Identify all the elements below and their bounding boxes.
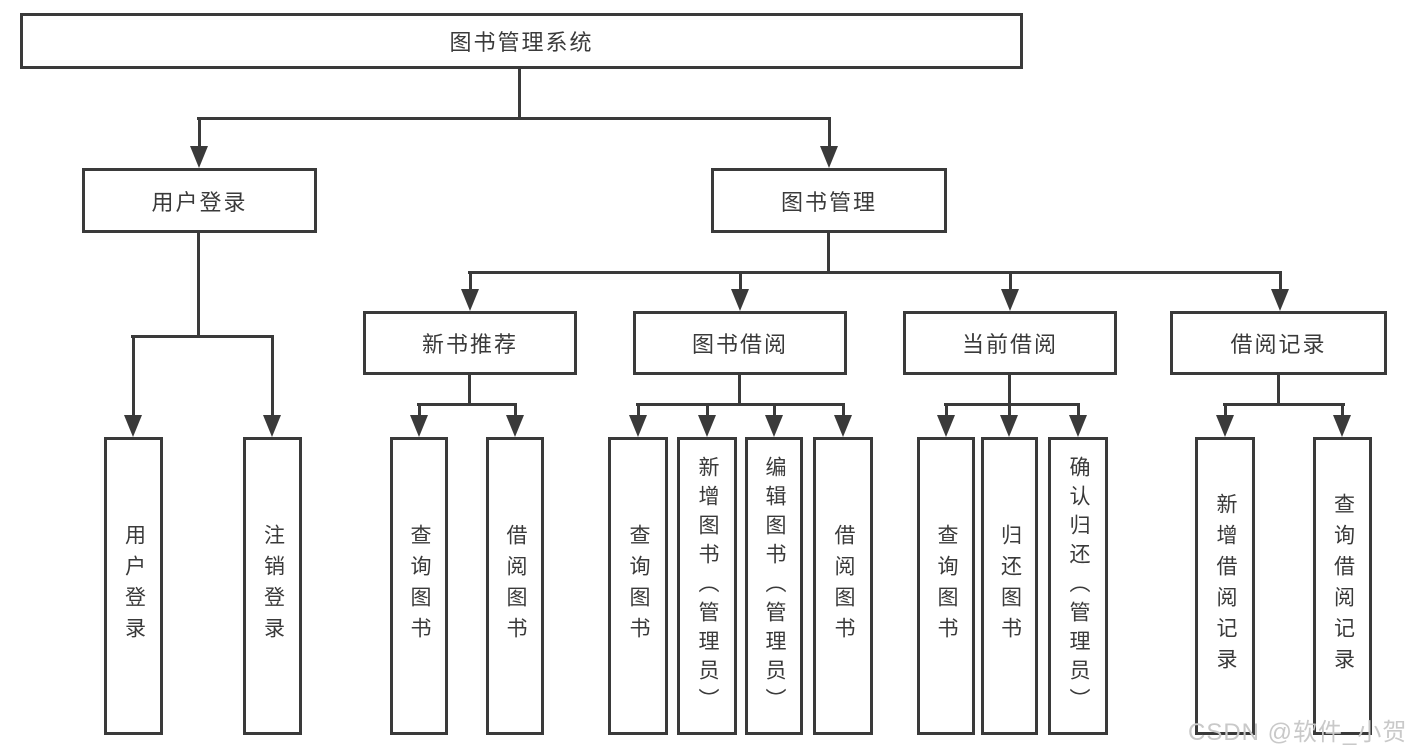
edge-book-management-stem	[827, 233, 830, 274]
edge-arrow-new-book	[461, 272, 479, 311]
leaf-query-books-borrowing: 查询图书	[608, 437, 668, 735]
edge-root-bar	[197, 117, 831, 120]
leaf-borrow-books-borrowing: 借阅图书	[813, 437, 873, 735]
leaf-query-books-current-label: 查询图书	[935, 524, 958, 648]
edge-arrow-return-book	[1000, 404, 1018, 437]
node-root-label: 图书管理系统	[449, 30, 594, 55]
edge-borrowing-records-bar	[1223, 403, 1345, 406]
leaf-confirm-return-admin: 确认归还（管理员）	[1048, 437, 1108, 735]
edge-arrow-confirm-return	[1069, 404, 1087, 437]
edge-arrow-query-books-3	[937, 404, 955, 437]
leaf-confirm-return-admin-label: 确认归还（管理员）	[1067, 455, 1090, 717]
edge-arrow-add-book	[698, 404, 716, 437]
leaf-return-book: 归还图书	[981, 437, 1038, 735]
edge-arrow-borrow-books-2	[834, 404, 852, 437]
edge-current-borrowing-bar	[944, 403, 1080, 406]
edge-arrow-edit-book	[765, 404, 783, 437]
leaf-query-borrow-record-label: 查询借阅记录	[1331, 493, 1355, 679]
leaf-add-borrow-record: 新增借阅记录	[1195, 437, 1255, 735]
node-user-login: 用户登录	[82, 168, 317, 233]
edge-arrow-leaf-user-login	[124, 336, 142, 437]
node-borrowing-records-label: 借阅记录	[1230, 332, 1327, 357]
edge-current-borrowing-stem	[1008, 375, 1011, 406]
leaf-user-login: 用户登录	[104, 437, 163, 735]
edge-arrow-user-login	[190, 118, 208, 168]
edge-root-stem	[518, 69, 521, 118]
leaf-add-book-admin: 新增图书（管理员）	[677, 437, 737, 735]
leaf-add-borrow-record-label: 新增借阅记录	[1214, 493, 1237, 679]
node-book-borrowing-label: 图书借阅	[691, 332, 788, 357]
leaf-query-borrow-record: 查询借阅记录	[1313, 437, 1372, 735]
node-root: 图书管理系统	[20, 13, 1023, 69]
leaf-query-books-borrowing-label: 查询图书	[627, 524, 650, 648]
leaf-query-books-recommend-label: 查询图书	[408, 524, 431, 648]
leaf-borrow-books-borrowing-label: 借阅图书	[832, 524, 855, 648]
leaf-edit-book-admin: 编辑图书（管理员）	[745, 437, 803, 735]
edge-user-login-bar	[131, 335, 274, 338]
node-book-borrowing: 图书借阅	[633, 311, 847, 375]
edge-arrow-borrow-books-1	[506, 404, 524, 437]
leaf-query-books-current: 查询图书	[917, 437, 975, 735]
leaf-logout: 注销登录	[243, 437, 302, 735]
node-book-management-label: 图书管理	[780, 189, 877, 215]
node-user-login-label: 用户登录	[151, 189, 248, 215]
edge-arrow-query-books-2	[629, 404, 647, 437]
edge-arrow-borrowing-records	[1271, 272, 1289, 311]
leaf-borrow-books-recommend: 借阅图书	[486, 437, 544, 735]
edge-arrow-add-record	[1216, 404, 1234, 437]
edge-arrow-leaf-logout	[263, 336, 281, 437]
node-borrowing-records: 借阅记录	[1170, 311, 1387, 375]
edge-book-borrowing-stem	[738, 375, 741, 406]
edge-book-management-bar	[468, 271, 1282, 274]
csdn-watermark: CSDN @软件_小贺同学	[1188, 719, 1405, 746]
node-book-management: 图书管理	[711, 168, 947, 233]
edge-arrow-query-record	[1333, 404, 1351, 437]
edge-arrow-book-management	[820, 118, 838, 168]
leaf-return-book-label: 归还图书	[998, 524, 1022, 648]
node-current-borrowing-label: 当前借阅	[961, 332, 1058, 357]
leaf-logout-label: 注销登录	[261, 524, 285, 648]
edge-new-book-stem	[468, 375, 471, 406]
leaf-user-login-label: 用户登录	[122, 524, 146, 648]
edge-arrow-query-books-1	[410, 404, 428, 437]
edge-user-login-stem	[197, 233, 200, 337]
edge-new-book-bar	[417, 403, 517, 406]
node-current-borrowing: 当前借阅	[903, 311, 1117, 375]
edge-borrowing-records-stem	[1277, 375, 1280, 406]
node-new-book-recommend-label: 新书推荐	[421, 332, 518, 357]
leaf-edit-book-admin-label: 编辑图书（管理员）	[763, 455, 786, 717]
node-new-book-recommend: 新书推荐	[363, 311, 577, 375]
edge-arrow-book-borrowing	[731, 272, 749, 311]
leaf-query-books-recommend: 查询图书	[390, 437, 448, 735]
leaf-add-book-admin-label: 新增图书（管理员）	[696, 455, 719, 717]
edge-arrow-current-borrowing	[1001, 272, 1019, 311]
leaf-borrow-books-recommend-label: 借阅图书	[504, 524, 527, 648]
edge-book-borrowing-bar	[636, 403, 845, 406]
